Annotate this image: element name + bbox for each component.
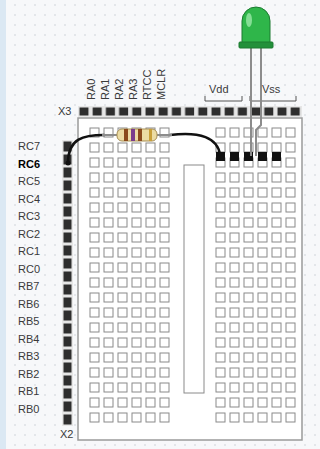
center-channel: [184, 165, 204, 393]
pin-label: RA2: [113, 79, 126, 100]
header-label: X2: [60, 428, 73, 441]
side-header: [62, 140, 73, 426]
pin-label: RA0: [85, 79, 98, 100]
header-label: X3: [58, 105, 71, 118]
supply-bracket: [250, 96, 296, 101]
pin-label: RC0: [18, 263, 40, 276]
edge-strip: [0, 0, 6, 449]
pin-label: RTCC: [141, 70, 154, 100]
pin-label: RB5: [18, 315, 39, 328]
pin-label: RB0: [18, 403, 39, 416]
pin-label: RC3: [18, 210, 40, 223]
pin-label: MCLR: [155, 69, 168, 100]
side-header-pins: [62, 140, 73, 426]
breadboard: [78, 118, 302, 440]
hole-block: [88, 125, 172, 425]
pin-label: RA1: [99, 79, 112, 100]
pin-label: RB1: [18, 385, 39, 398]
pin-label: RB4: [18, 333, 39, 346]
led-symbol: [239, 7, 273, 156]
pin-label: RC5: [18, 175, 40, 188]
top-header: [78, 106, 302, 117]
supply-label: Vdd: [209, 83, 229, 96]
connected-row: [216, 152, 281, 161]
resistor-symbol: [102, 129, 172, 141]
jumper-wire: [170, 134, 220, 155]
pin-label: RB7: [18, 280, 39, 293]
hole-block: [214, 125, 298, 425]
pin-label: RA3: [127, 79, 140, 100]
supply-label: Vss: [262, 83, 280, 96]
pin-label: RC6: [18, 158, 40, 171]
pin-label: RC1: [18, 245, 40, 258]
pin-label: RB3: [18, 350, 39, 363]
pin-label: RB2: [18, 368, 39, 381]
pin-label: RB6: [18, 298, 39, 311]
wire-end: [66, 161, 71, 166]
pin-label: RC2: [18, 228, 40, 241]
supply-bracket: [205, 96, 242, 101]
jumper-wire: [68, 135, 104, 163]
top-header-pins: [78, 106, 302, 117]
pin-label: RC4: [18, 193, 40, 206]
pin-label: RC7: [18, 140, 40, 153]
